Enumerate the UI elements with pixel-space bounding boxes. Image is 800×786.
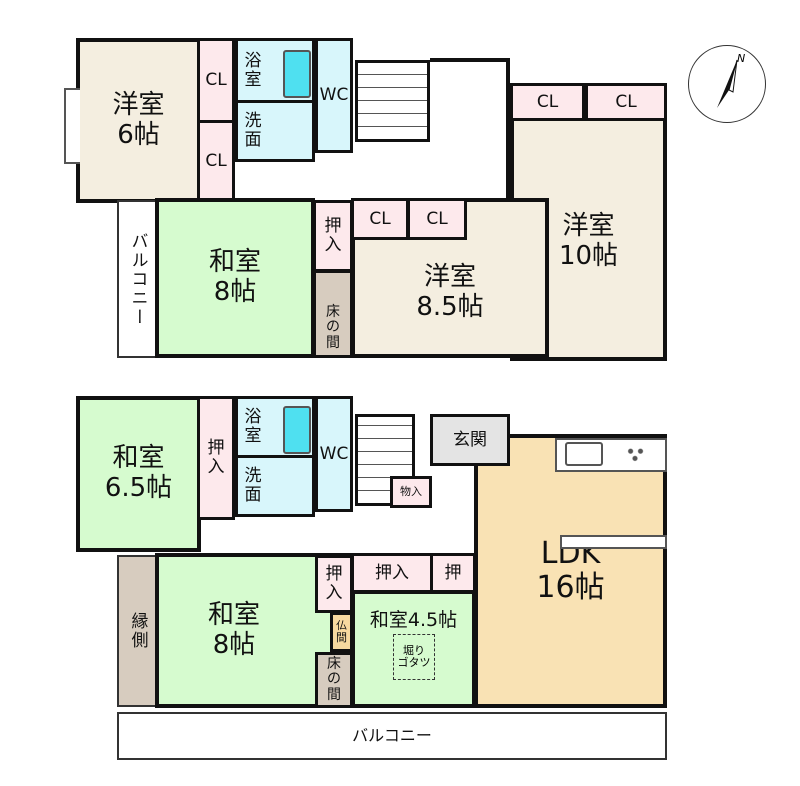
engawa: 縁側 xyxy=(117,555,159,707)
closet-label: CL xyxy=(426,208,448,229)
stove-icon xyxy=(624,444,646,462)
room-name: 洋室 xyxy=(112,89,165,120)
closet: CL xyxy=(585,83,667,121)
bathroom-label: 浴室 xyxy=(244,407,262,446)
room-size: 6帖 xyxy=(117,119,160,150)
oshiire-label: 押入 xyxy=(325,564,343,603)
wc: WC xyxy=(315,396,353,512)
balcony-lower: バルコニー xyxy=(117,712,667,760)
room-size: 8.5帖 xyxy=(416,292,484,322)
upper-hall xyxy=(430,58,510,198)
wc-label: WC xyxy=(319,443,349,464)
room-label: 和室4.5帖 xyxy=(369,609,458,631)
sink-icon xyxy=(565,442,603,466)
room-name: 和室 xyxy=(112,443,165,474)
room-name: 和室 xyxy=(208,247,261,278)
washroom-label: 洗面 xyxy=(244,111,262,150)
compass: N xyxy=(688,45,766,123)
tokonoma: 床の間 xyxy=(315,652,353,708)
bathtub-icon xyxy=(283,406,311,454)
closet-label: CL xyxy=(536,91,559,112)
closet: CL xyxy=(407,198,467,240)
room-western-6: 洋室 6帖 xyxy=(76,38,201,203)
tokonoma-label: 床の間 xyxy=(327,655,341,703)
oshiire-label: 押入 xyxy=(207,438,225,477)
room-size: 10帖 xyxy=(558,241,619,271)
entrance: 玄関 xyxy=(430,414,510,466)
tokonoma: 床の間 xyxy=(313,270,353,358)
room-name: 洋室 xyxy=(562,211,615,242)
oshiire: 押入 xyxy=(313,200,353,272)
room-name: 和室 xyxy=(207,599,260,630)
room-label: LDK 16帖 xyxy=(536,536,605,606)
wc: WC xyxy=(315,38,353,153)
room-size: 8帖 xyxy=(212,629,256,660)
bathtub-icon xyxy=(283,50,311,98)
closet-label: CL xyxy=(205,151,227,172)
closet-label: CL xyxy=(369,208,391,229)
engawa-label: 縁側 xyxy=(127,612,148,650)
closet-label: CL xyxy=(205,70,227,91)
closet: CL xyxy=(510,83,585,121)
oshiire-label: 押 xyxy=(444,562,462,583)
room-size: 8帖 xyxy=(213,277,257,307)
room-name: 洋室 xyxy=(423,262,476,293)
room-japanese-4-5: 和室4.5帖 xyxy=(351,590,476,708)
washroom-label: 洗面 xyxy=(244,466,262,505)
oshiire: 押入 xyxy=(351,553,433,593)
tokonoma-label: 床の間 xyxy=(326,303,340,351)
north-arrow-icon xyxy=(717,59,738,108)
balcony-label: バルコニー xyxy=(127,231,148,327)
storage: 物入 xyxy=(390,476,432,508)
closet: CL xyxy=(197,38,235,123)
oshiire: 押入 xyxy=(315,555,353,613)
closet: CL xyxy=(351,198,409,240)
staircase xyxy=(355,60,430,142)
oshiire-label: 押入 xyxy=(375,562,409,583)
closet-label: CL xyxy=(615,91,637,112)
room-japanese-8-upper: 和室 8帖 xyxy=(155,198,315,358)
room-size: 6.5帖 xyxy=(104,473,173,503)
oshiire: 押入 xyxy=(197,396,235,520)
wc-label: WC xyxy=(319,85,349,106)
room-ldk: LDK 16帖 xyxy=(474,434,667,708)
oshiire-label: 押入 xyxy=(324,216,342,255)
washroom: 洗面 xyxy=(235,100,315,162)
horigotatsu-label: 堀り ゴタツ xyxy=(397,643,431,669)
balcony-upper: バルコニー xyxy=(117,200,159,358)
room-label: 洋室 6帖 xyxy=(112,89,165,151)
room-label: 洋室 10帖 xyxy=(558,211,619,272)
compass-north-label: N xyxy=(737,52,746,65)
room-japanese-6-5: 和室 6.5帖 xyxy=(76,396,201,552)
closet: CL xyxy=(197,120,235,203)
bay-window xyxy=(64,88,80,164)
room-label: 和室 8帖 xyxy=(208,247,261,308)
balcony-label: バルコニー xyxy=(352,726,432,746)
washroom: 洗面 xyxy=(235,455,315,517)
entrance-label: 玄関 xyxy=(453,429,487,450)
staircase xyxy=(355,414,415,506)
storage-label: 物入 xyxy=(400,485,422,499)
ldk-partition xyxy=(560,535,667,549)
room-label: 和室 6.5帖 xyxy=(104,443,173,504)
room-size: 16帖 xyxy=(536,570,605,605)
butsuma: 仏間 xyxy=(330,612,353,652)
room-label: 和室 8帖 xyxy=(207,599,260,661)
butsuma-label: 仏間 xyxy=(336,619,347,644)
bathroom-label: 浴室 xyxy=(244,50,262,90)
oshiire: 押 xyxy=(430,553,476,593)
room-label: 洋室 8.5帖 xyxy=(416,262,484,323)
horigotatsu: 堀り ゴタツ xyxy=(393,634,435,680)
